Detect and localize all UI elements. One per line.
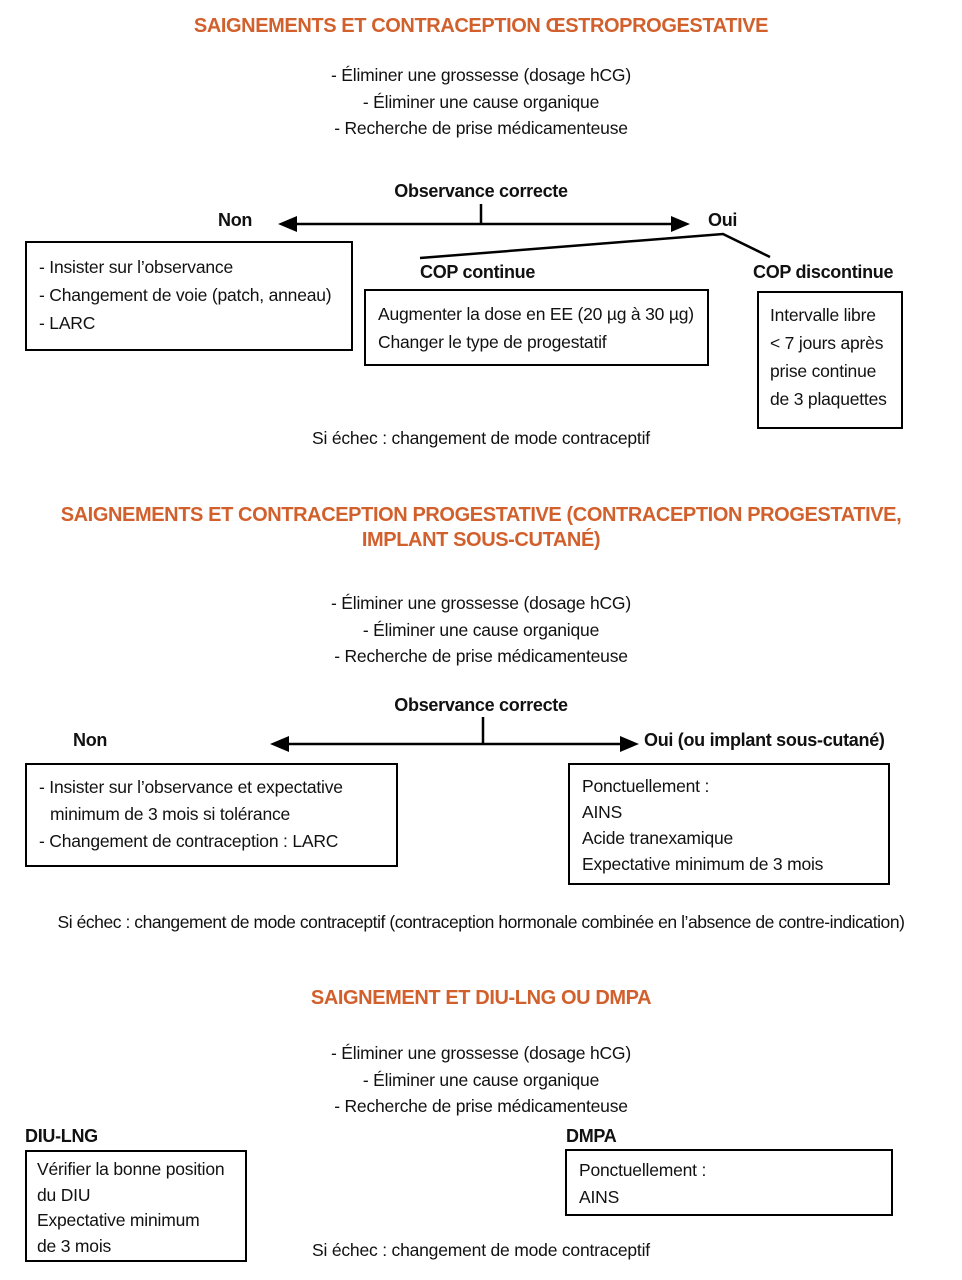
box-line: Acide tranexamique [582,828,734,848]
box-line: - Insister sur l’observance [39,257,233,277]
box-line: Expectative minimum [37,1210,200,1230]
box-line: Ponctuellement : [579,1160,707,1180]
box-line: AINS [579,1187,620,1207]
box-line: Intervalle libre [770,305,876,325]
section1-title: SAIGNEMENTS ET CONTRACEPTION ŒSTROPROGES… [193,15,769,37]
box-line: Augmenter la dose en EE (20 µg à 30 µg) [378,304,694,324]
section1-failure-note: Si échec : changement de mode contracept… [312,428,650,448]
checklist-item: - Éliminer une cause organique [362,1069,600,1090]
section3-failure-note: Si échec : changement de mode contracept… [312,1240,650,1260]
box-line: - LARC [39,313,96,333]
box-line: prise continue [770,361,877,381]
box-line: de 3 mois [37,1235,112,1256]
checklist-item: - Éliminer une cause organique [362,91,600,112]
section3-checklist: - Éliminer une grossesse (dosage hCG) - … [0,1040,962,1120]
section1-branch2-label: COP discontinue [753,262,894,282]
box-line: - Changement de contraception : LARC [39,831,339,851]
box-line: Changer le type de progestatif [378,332,607,352]
section3-title: SAIGNEMENT ET DIU-LNG OU DMPA [310,987,652,1009]
checklist-item: - Recherche de prise médicamenteuse [334,118,628,138]
section2-yes-box: Ponctuellement : AINS Acide tranexamique… [568,763,890,885]
box-line: Ponctuellement : [582,776,710,796]
section1-no-label: Non [218,210,253,230]
section2-no-box: - Insister sur l’observance et expectati… [25,763,398,867]
box-line: AINS [582,802,623,822]
section3-left-box: Vérifier la bonne position du DIU Expect… [25,1150,247,1262]
section2-failure-note: Si échec : changement de mode contracept… [57,912,905,932]
box-line: de 3 plaquettes [770,389,887,409]
box-line: < 7 jours après [770,333,884,353]
checklist-item: - Recherche de prise médicamenteuse [334,1096,628,1116]
box-line: Vérifier la bonne position [37,1159,225,1179]
checklist-item: - Recherche de prise médicamenteuse [334,646,628,666]
section3-right-label: DMPA [566,1126,617,1146]
box-line: - Changement de voie (patch, anneau) [39,285,332,305]
section1-branch1-label: COP continue [420,262,536,282]
section1-branch1-box: Augmenter la dose en EE (20 µg à 30 µg) … [364,289,709,366]
checklist-item: - Éliminer une grossesse (dosage hCG) [331,65,631,85]
section3-right-box: Ponctuellement : AINS [565,1149,893,1216]
section2-checklist: - Éliminer une grossesse (dosage hCG) - … [0,590,962,670]
checklist-item: - Éliminer une grossesse (dosage hCG) [331,1043,631,1063]
checklist-item: - Éliminer une grossesse (dosage hCG) [331,593,631,613]
section2-decision-label: Observance correcte [394,695,568,715]
section1-branch2-box: Intervalle libre < 7 jours après prise c… [757,291,903,429]
box-line: - Insister sur l’observance et expectati… [39,777,343,797]
section1-checklist: - Éliminer une grossesse (dosage hCG) - … [0,62,962,142]
section1-decision-label: Observance correcte [394,181,568,201]
section2-title: SAIGNEMENTS ET CONTRACEPTION PROGESTATIV… [60,504,902,551]
section1-no-box: - Insister sur l’observance - Changement… [25,241,353,351]
box-line: Expectative minimum de 3 mois [582,854,824,874]
section2-yes-label: Oui (ou implant sous-cutané) [644,730,885,750]
section2-arrows [270,717,639,752]
section2-no-label: Non [73,730,108,750]
section3-left-label: DIU-LNG [25,1126,98,1146]
box-line: du DIU [37,1184,91,1205]
section1-yes-label: Oui [708,210,738,230]
box-line: minimum de 3 mois si tolérance [50,804,291,824]
checklist-item: - Éliminer une cause organique [362,619,600,640]
section1-arrows [278,204,771,260]
